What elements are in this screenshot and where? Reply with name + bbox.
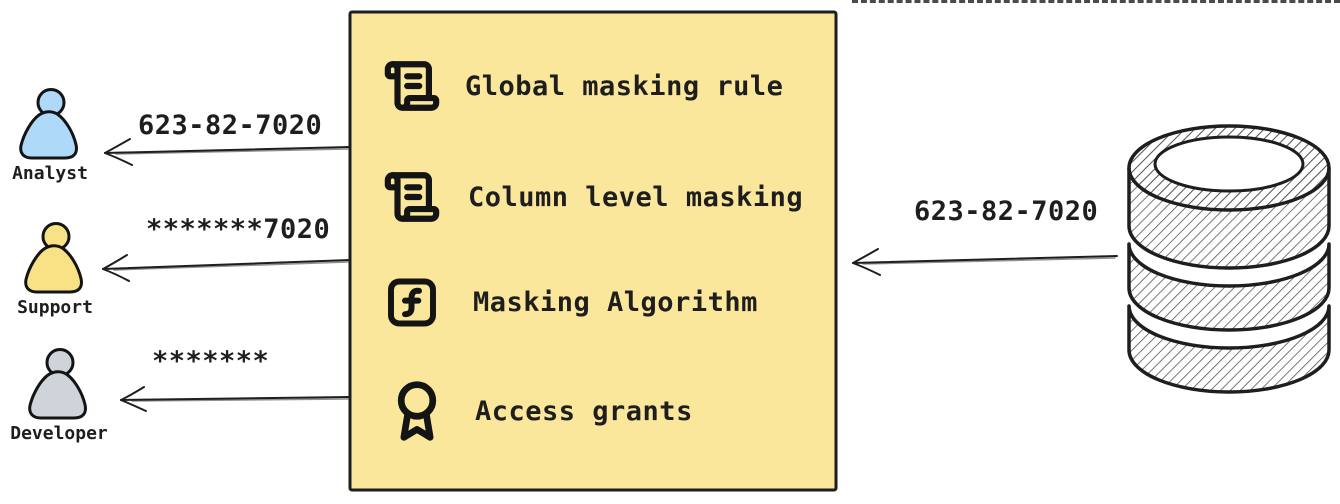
flow-label-from-database: 623-82-7020: [914, 196, 1099, 227]
flow-label-to-support: *******7020: [146, 214, 331, 245]
scroll-icon: [384, 172, 440, 222]
db-top-drum-outline: [1127, 168, 1331, 270]
box-row-column-level-masking: Column level masking: [382, 168, 803, 226]
db-middle-band: [1127, 242, 1331, 332]
person-icon: [19, 88, 78, 160]
arrow-box-to-developer: [120, 386, 351, 412]
person-icon: [24, 222, 83, 294]
actor-support: Support: [10, 222, 100, 318]
arrow-box-to-analyst: [104, 138, 351, 166]
actor-developer: Developer: [10, 348, 108, 444]
actor-label: Support: [17, 297, 93, 318]
dashed-line-fragment: [852, 0, 1340, 3]
actor-label: Analyst: [12, 163, 88, 184]
award-icon: [397, 381, 437, 441]
actor-label: Developer: [10, 423, 108, 444]
flow-label-to-analyst: 623-82-7020: [138, 110, 323, 141]
box-row-access-grants: Access grants: [392, 378, 693, 444]
actor-analyst: Analyst: [5, 88, 95, 184]
box-item-label: Masking Algorithm: [473, 287, 758, 318]
db-top-opening: [1153, 135, 1305, 193]
box-item-label: Global masking rule: [465, 70, 784, 102]
flow-label-to-developer: *******: [152, 346, 270, 377]
box-item-label: Access grants: [475, 395, 693, 427]
masking-rules-box: Global masking rule Column level masking…: [348, 10, 838, 492]
box-row-masking-algorithm: Masking Algorithm: [384, 274, 758, 331]
masking-box-rect: [348, 10, 838, 492]
masking-box-background: [348, 10, 838, 492]
arrow-box-to-support: [102, 254, 351, 282]
person-icon: [28, 348, 87, 420]
scroll-icon: [384, 61, 440, 111]
function-square-icon: [388, 278, 436, 327]
db-bottom-band: [1127, 304, 1331, 394]
box-item-label: Column level masking: [468, 181, 804, 213]
box-row-global-masking-rule: Global masking rule: [382, 57, 783, 115]
database-icon: [1127, 124, 1331, 394]
arrow-database-to-box: [852, 248, 1118, 276]
